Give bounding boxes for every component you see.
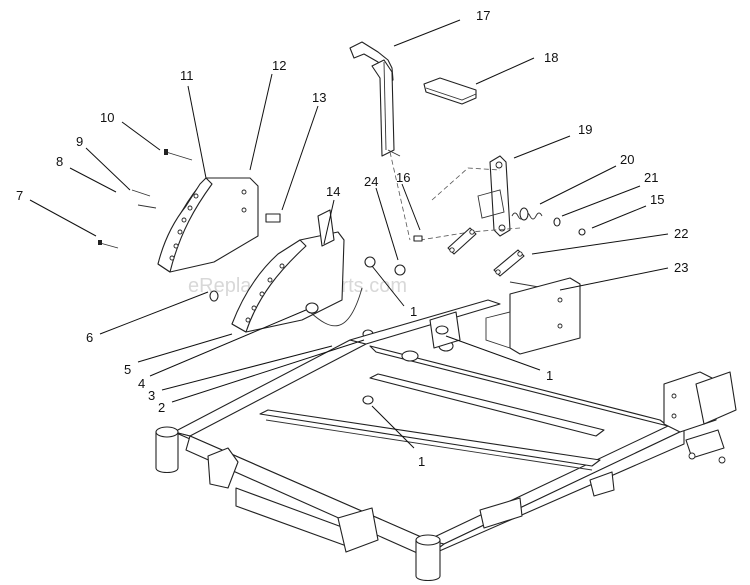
grip-pad xyxy=(423,77,477,105)
engine-mount xyxy=(663,371,737,464)
link-parts xyxy=(413,227,525,277)
deflector-plate-outer xyxy=(157,177,259,273)
callout-10: 10 xyxy=(100,110,114,125)
pivot-arm xyxy=(477,155,511,237)
callout-24: 24 xyxy=(364,174,378,189)
callout-11: 11 xyxy=(180,68,194,83)
callout-7: 7 xyxy=(16,188,23,203)
center-pivot xyxy=(362,311,461,405)
main-frame xyxy=(155,299,737,582)
callout-22: 22 xyxy=(674,226,688,241)
leader-lines xyxy=(29,19,669,449)
callout-1-top: 1 xyxy=(410,304,417,319)
callout-5: 5 xyxy=(124,362,131,377)
mount-bracket xyxy=(485,277,581,355)
plate-holes-inner xyxy=(245,263,285,323)
callout-18: 18 xyxy=(544,50,558,65)
plate-holes xyxy=(169,189,247,261)
callout-13: 13 xyxy=(312,90,326,105)
callout-17: 17 xyxy=(476,8,490,23)
spring-assembly xyxy=(511,207,586,236)
callout-19: 19 xyxy=(578,122,592,137)
callout-16: 16 xyxy=(396,170,410,185)
callout-9: 9 xyxy=(76,134,83,149)
frame-tube-ends xyxy=(155,426,441,582)
callout-23: 23 xyxy=(674,260,688,275)
callout-21: 21 xyxy=(644,170,658,185)
callout-1-right: 1 xyxy=(546,368,553,383)
callout-labels: 17 18 11 12 13 10 9 8 7 19 20 21 15 24 1… xyxy=(16,8,688,469)
callout-20: 20 xyxy=(620,152,634,167)
pins-and-bolts xyxy=(98,149,281,302)
lever-handle xyxy=(349,41,401,157)
parts-drawing xyxy=(98,41,737,582)
callout-2: 2 xyxy=(158,400,165,415)
callout-6: 6 xyxy=(86,330,93,345)
frame-brackets xyxy=(207,447,615,553)
callout-15: 15 xyxy=(650,192,664,207)
callout-8: 8 xyxy=(56,154,63,169)
callout-1-bottom: 1 xyxy=(418,454,425,469)
callout-14: 14 xyxy=(326,184,340,199)
callout-12: 12 xyxy=(272,58,286,73)
callout-4: 4 xyxy=(138,376,145,391)
callout-3: 3 xyxy=(148,388,155,403)
